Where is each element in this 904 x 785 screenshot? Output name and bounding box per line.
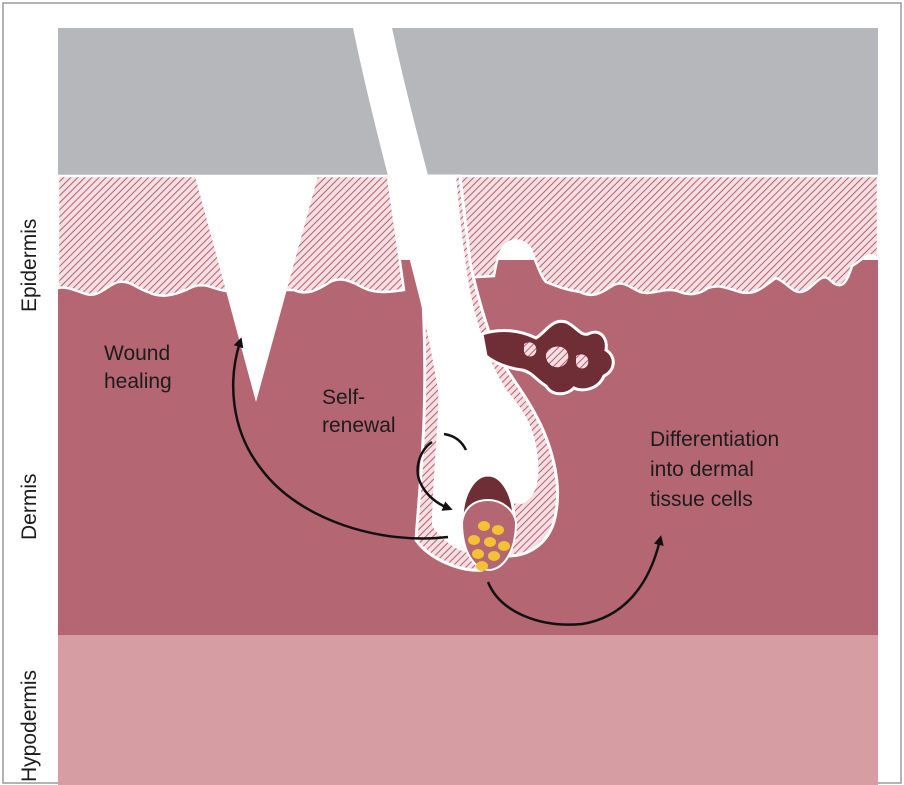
hypodermis-layer [58,634,878,785]
self-renewal-label-line1: Self- [322,386,365,409]
wound-healing-label-line1: Wound [104,342,170,365]
differentiation-label-line2: into dermal [650,458,754,481]
label-hypodermis: Hypodermis [18,670,41,782]
label-dermis: Dermis [18,474,41,541]
outer-space [58,28,878,178]
label-epidermis: Epidermis [18,219,41,312]
differentiation-label-line3: tissue cells [650,488,753,511]
wound-healing-label-line2: healing [104,370,172,393]
differentiation-label-line1: Differentiation [650,428,779,451]
self-renewal-label-line2: renewal [322,414,396,437]
